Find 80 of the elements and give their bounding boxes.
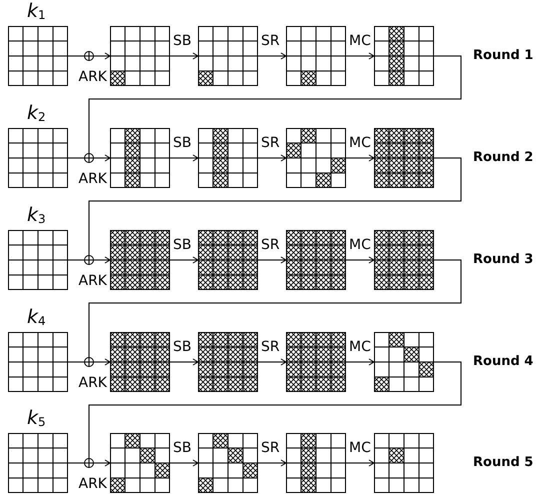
- edge-label: SB: [172, 238, 192, 252]
- state-grid: [110, 230, 170, 290]
- connector: [94, 52, 110, 60]
- connector: [170, 460, 198, 466]
- connector: [94, 358, 110, 366]
- connector: [94, 460, 110, 466]
- edge-label: ARK: [78, 376, 108, 390]
- connector: [346, 52, 374, 60]
- edge-label: SR: [260, 340, 281, 354]
- key-label: k$_{4}$: [27, 308, 46, 327]
- round-label: Round 1: [473, 49, 534, 63]
- edge-label: ARK: [78, 274, 108, 288]
- connector: [170, 256, 198, 264]
- connector: [88, 158, 462, 256]
- state-grid: [198, 230, 258, 290]
- state-grid: [286, 433, 346, 493]
- edge-label: SR: [260, 238, 281, 252]
- edge-label: MC: [348, 340, 372, 354]
- edge-label: MC: [348, 34, 372, 48]
- edge-label: ARK: [78, 70, 108, 84]
- key-label: k$_{1}$: [27, 2, 46, 21]
- state-grid: [374, 128, 434, 188]
- connector: [346, 358, 374, 366]
- connector: [170, 52, 198, 60]
- edge-label: SR: [260, 136, 281, 150]
- state-grid: [374, 230, 434, 290]
- edge-label: MC: [348, 238, 372, 252]
- xor-symbol: [84, 153, 94, 163]
- edge-label: SB: [172, 136, 192, 150]
- connector: [346, 154, 374, 162]
- xor-symbol: [84, 255, 94, 265]
- state-grid: [286, 128, 346, 188]
- edge-label: ARK: [78, 172, 108, 186]
- xor-symbol: [84, 458, 94, 468]
- connector: [258, 52, 286, 60]
- state-grid: [110, 26, 170, 86]
- state-grid: [286, 26, 346, 86]
- edge-label: MC: [348, 441, 372, 455]
- connector: [346, 256, 374, 264]
- round-label: Round 5: [473, 456, 534, 470]
- connector: [258, 256, 286, 264]
- connector: [94, 154, 110, 162]
- connector: [170, 358, 198, 366]
- edge-label: SB: [172, 340, 192, 354]
- edge-label: SR: [260, 441, 281, 455]
- round-label: Round 4: [473, 355, 534, 369]
- key-label: k$_{5}$: [27, 409, 46, 428]
- state-grid: [374, 433, 434, 493]
- round-label: Round 2: [473, 151, 534, 165]
- edge-label: SR: [260, 34, 281, 48]
- state-grid: [198, 332, 258, 392]
- edge-label: MC: [348, 136, 372, 150]
- connector: [258, 154, 286, 162]
- state-grid: [198, 433, 258, 493]
- state-grid: [374, 332, 434, 392]
- key-label: k$_{3}$: [27, 206, 46, 225]
- connector: [258, 358, 286, 366]
- connector: [346, 460, 374, 466]
- state-grid: [198, 26, 258, 86]
- connector: [88, 56, 462, 154]
- edge-label: ARK: [78, 477, 108, 491]
- connector: [170, 154, 198, 162]
- state-grid: [198, 128, 258, 188]
- state-grid: [286, 230, 346, 290]
- edge-label: SB: [172, 441, 192, 455]
- connector: [88, 362, 462, 458]
- state-grid: [110, 433, 170, 493]
- state-grid: [374, 26, 434, 86]
- round-label: Round 3: [473, 253, 534, 267]
- edge-label: SB: [172, 34, 192, 48]
- state-grid: [110, 128, 170, 188]
- connector: [68, 462, 84, 464]
- connector: [88, 260, 462, 358]
- connector: [258, 460, 286, 466]
- xor-symbol: [84, 357, 94, 367]
- connector: [94, 256, 110, 264]
- state-grid: [286, 332, 346, 392]
- state-grid: [110, 332, 170, 392]
- key-label: k$_{2}$: [27, 104, 46, 123]
- xor-symbol: [84, 51, 94, 61]
